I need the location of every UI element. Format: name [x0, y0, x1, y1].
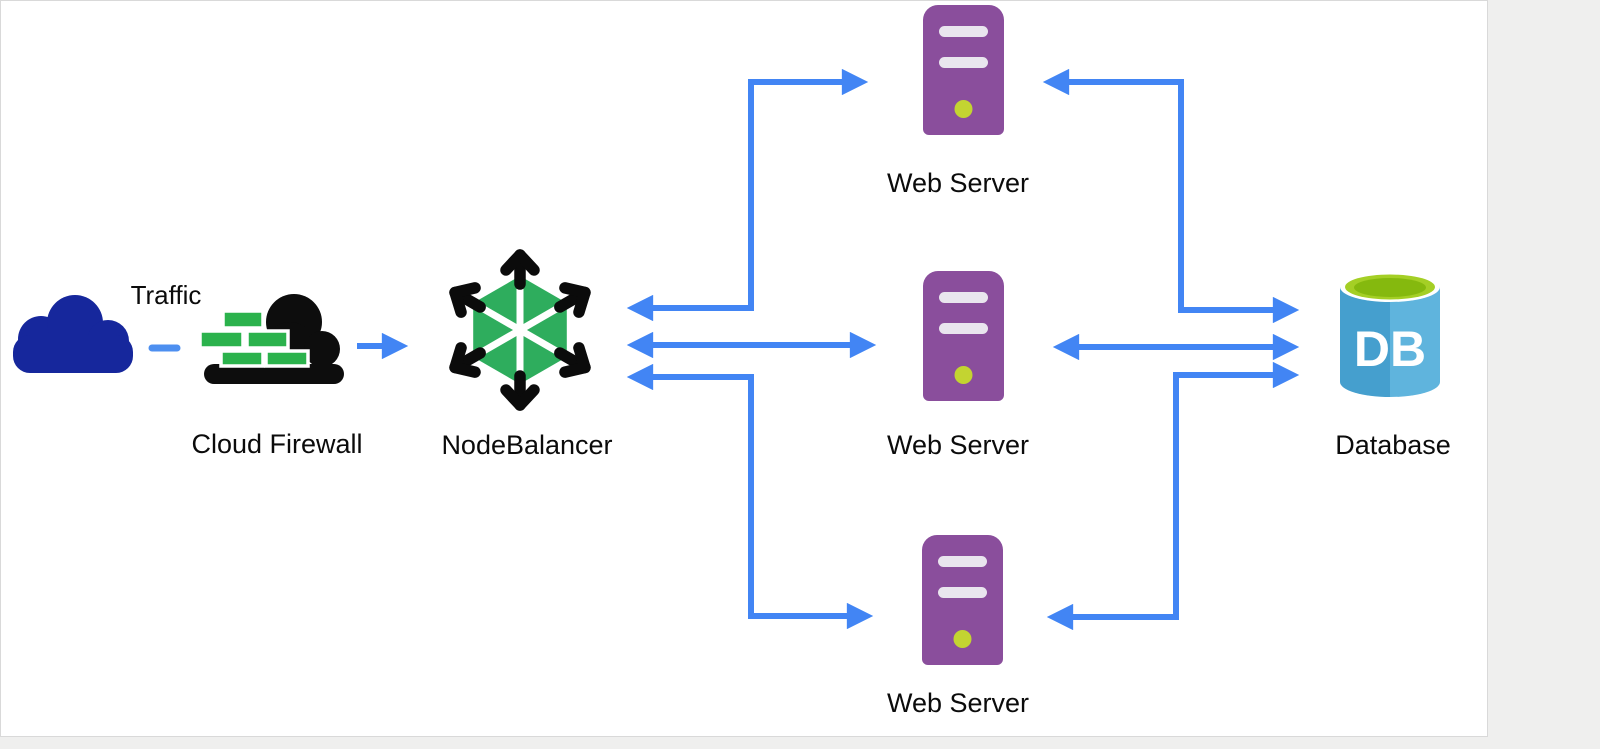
webserver1-label: Web Server [886, 168, 1030, 198]
nodebalancer-hexagon-icon [440, 242, 600, 418]
webserver3-label: Web Server [886, 688, 1030, 718]
cloud-icon [13, 295, 133, 373]
firewall-bricks [198, 309, 310, 368]
edge-nodebalancer-webserver3 [626, 363, 874, 630]
traffic-label: Traffic [130, 280, 202, 310]
server-tower-icon [923, 271, 1004, 401]
server-tower-icon [923, 5, 1004, 135]
server-tower-icon [922, 535, 1003, 665]
firewall-cloud-icon [198, 294, 344, 384]
edge-webserver3-database [1046, 361, 1300, 631]
database-label: Database [1335, 430, 1451, 460]
webserver2-label: Web Server [886, 430, 1030, 460]
nodebalancer-label: NodeBalancer [441, 430, 613, 460]
edge-webserver1-database [1042, 68, 1300, 324]
database-cylinder-icon: DB [1340, 272, 1440, 397]
edge-nodebalancer-webserver1 [626, 68, 869, 322]
firewall-label: Cloud Firewall [191, 429, 363, 459]
db-icon-text: DB [1354, 321, 1426, 377]
